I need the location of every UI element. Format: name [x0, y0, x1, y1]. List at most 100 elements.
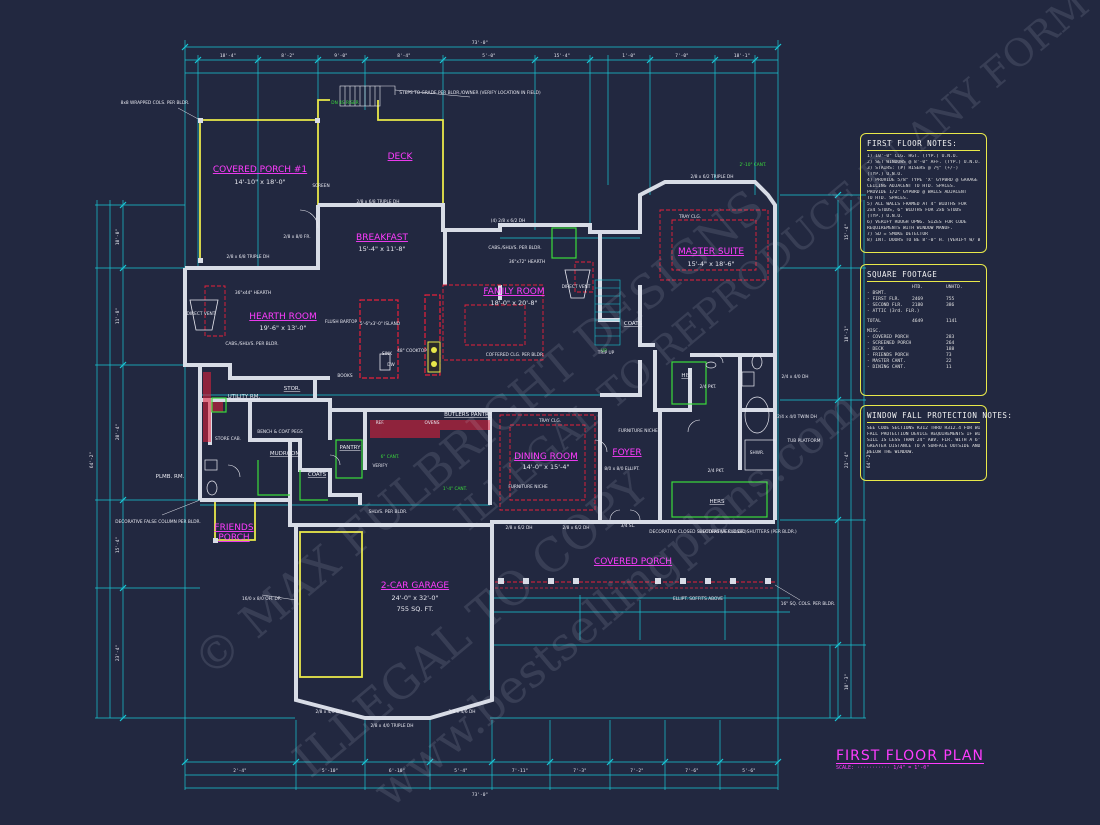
svg-text:15'-4": 15'-4" — [554, 53, 570, 59]
svg-text:19'-6" x 13'-0": 19'-6" x 13'-0" — [259, 324, 306, 332]
room-covered-porch: COVERED PORCH — [594, 557, 672, 567]
svg-text:DIRECT VENT: DIRECT VENT — [562, 284, 591, 290]
svg-text:3/4 SL.: 3/4 SL. — [621, 523, 636, 529]
svg-text:DW: DW — [387, 362, 395, 368]
svg-text:8/0 x 8/0 ELLIPT.: 8/0 x 8/0 ELLIPT. — [604, 466, 639, 472]
dimension-ticks — [119, 43, 842, 766]
svg-text:15'-4": 15'-4" — [115, 537, 121, 553]
svg-text:24'-0" x 32'-0": 24'-0" x 32'-0" — [391, 594, 438, 602]
fireplaces — [189, 269, 591, 331]
svg-text:48" COOKTOP: 48" COOKTOP — [397, 348, 427, 354]
square-footage-title: SQUARE FOOTAGE — [867, 270, 980, 282]
first-floor-notes-title: FIRST FLOOR NOTES: — [867, 139, 980, 151]
svg-text:DN 4S RISER: DN 4S RISER — [331, 100, 358, 106]
room-dining: DINING ROOM — [514, 452, 578, 462]
window-notes-title: WINDOW FALL PROTECTION NOTES: — [867, 411, 1012, 423]
svg-text:14'-10" x 18'-0": 14'-10" x 18'-0" — [234, 178, 285, 186]
plan-scale: SCALE: ··········· 1/4" = 1'-0" — [836, 765, 930, 771]
svg-text:ELLIPT. SOFFITS ABOVE: ELLIPT. SOFFITS ABOVE — [673, 596, 723, 602]
svg-text:18'-1": 18'-1" — [734, 53, 750, 59]
svg-text:6" CANT.: 6" CANT. — [381, 454, 400, 460]
svg-text:9'-0": 9'-0" — [334, 53, 348, 59]
walls — [183, 180, 777, 720]
svg-text:64'-2": 64'-2" — [866, 452, 872, 468]
svg-text:7'-11": 7'-11" — [512, 768, 528, 774]
svg-text:2/8 x 6/2 DH: 2/8 x 6/2 DH — [505, 525, 532, 531]
plan-title: FIRST FLOOR PLAN — [836, 748, 984, 764]
svg-text:18'-0" x 20'-8": 18'-0" x 20'-8" — [490, 299, 537, 307]
svg-text:16/0 x 8/0 OH. DR.: 16/0 x 8/0 OH. DR. — [242, 596, 282, 602]
table-row: - BSMT. — [867, 291, 887, 296]
svg-text:VERIFY: VERIFY — [372, 463, 387, 469]
table-row: - MASTER CANT.22 — [867, 359, 952, 364]
svg-text:5'-6"x3'-0" ISLAND: 5'-6"x3'-0" ISLAND — [360, 321, 401, 327]
small-room-labels: MUDROOM UTILITY RM. PANTRY BUTLERS PANTR… — [228, 321, 725, 505]
room-foyer: FOYER — [612, 448, 641, 458]
dimension-text: 73'-0" 18'-4" 8'-2" 9'-0" 8'-4" 5'-0" 15… — [89, 40, 872, 798]
svg-text:BENCH & COAT PEGS: BENCH & COAT PEGS — [257, 429, 303, 435]
room-labels-multiline: FRIENDS PORCH — [214, 523, 253, 543]
svg-text:5'-6": 5'-6" — [742, 768, 756, 774]
porch-columns — [198, 118, 771, 584]
svg-text:73'-0": 73'-0" — [472, 40, 488, 46]
svg-text:2'-10" CANT.: 2'-10" CANT. — [740, 162, 767, 168]
svg-text:2/8 x 6/2 TRIPLE DH: 2/8 x 6/2 TRIPLE DH — [691, 174, 734, 180]
table-row: - ATTIC (3rd. FLR.) — [867, 309, 920, 314]
svg-text:11'-8": 11'-8" — [115, 308, 121, 324]
room-sizes: 14'-10" x 18'-0" 15'-4" x 11'-8" 19'-6" … — [234, 178, 734, 613]
svg-text:8'-4": 8'-4" — [397, 53, 411, 59]
svg-text:7'-0": 7'-0" — [675, 53, 689, 59]
svg-text:7'-6": 7'-6" — [685, 768, 699, 774]
svg-text:2/8 x 6/2 DH: 2/8 x 6/2 DH — [562, 525, 589, 531]
svg-text:CABS./SHLVS. PER BLDR.: CABS./SHLVS. PER BLDR. — [488, 245, 541, 251]
svg-text:36"x44" HEARTH: 36"x44" HEARTH — [235, 290, 271, 296]
svg-text:PORCH: PORCH — [218, 533, 249, 543]
svg-text:CABS./SHLVS. PER BLDR.: CABS./SHLVS. PER BLDR. — [225, 341, 278, 347]
square-footage-table: SQUARE FOOTAGE HTD.UNHTD. - BSMT. - FIRS… — [860, 264, 987, 396]
svg-text:15'-4" x 18'-6": 15'-4" x 18'-6" — [687, 260, 734, 268]
svg-text:BOOKS: BOOKS — [337, 373, 352, 379]
svg-text:COATS: COATS — [308, 472, 327, 478]
svg-text:2'-4": 2'-4" — [233, 768, 247, 774]
svg-text:16" SQ. COLS. PER BLDR.: 16" SQ. COLS. PER BLDR. — [781, 601, 835, 607]
svg-text:15'-4": 15'-4" — [844, 224, 850, 240]
svg-text:(4) 2/8 x 6/2 DH: (4) 2/8 x 6/2 DH — [491, 218, 525, 224]
room-family: FAMILY ROOM — [483, 287, 544, 297]
stairs-deck — [339, 85, 396, 107]
svg-text:5'-4": 5'-4" — [454, 768, 468, 774]
svg-text:HIS: HIS — [681, 373, 691, 379]
svg-text:HERS: HERS — [710, 499, 725, 505]
svg-text:OVENS: OVENS — [425, 420, 440, 426]
svg-text:10'-3": 10'-3" — [844, 674, 850, 690]
svg-text:BUTLERS PANTRY: BUTLERS PANTRY — [444, 412, 492, 418]
svg-text:PLMB. RM.: PLMB. RM. — [156, 474, 185, 480]
ceiling-outlines — [204, 209, 775, 583]
dimension-lines — [95, 40, 866, 790]
leaders — [161, 89, 801, 601]
first-floor-notes: FIRST FLOOR NOTES: 1) 10'-0" CLG. HGT. (… — [860, 133, 987, 253]
svg-text:FURNITURE NICHE: FURNITURE NICHE — [618, 428, 658, 434]
svg-text:DIRECT VENT: DIRECT VENT — [187, 311, 216, 317]
svg-text:15'-4" x 11'-8": 15'-4" x 11'-8" — [358, 245, 405, 253]
room-garage: 2-CAR GARAGE — [381, 581, 450, 591]
svg-text:8'-2": 8'-2" — [281, 53, 295, 59]
svg-text:STEPS TO GRADE PER BLDR./OWNER: STEPS TO GRADE PER BLDR./OWNER (VERIFY L… — [399, 90, 541, 96]
svg-text:1'-4" CANT.: 1'-4" CANT. — [443, 486, 467, 492]
svg-text:8x8 WRAPPED COLS. PER BLDR.: 8x8 WRAPPED COLS. PER BLDR. — [121, 100, 190, 106]
svg-text:18'-1": 18'-1" — [844, 326, 850, 342]
svg-text:UP: UP — [601, 348, 607, 354]
counters — [203, 372, 490, 442]
room-friends-porch: FRIENDS — [214, 523, 253, 533]
svg-text:SINK: SINK — [382, 351, 392, 357]
svg-text:18'-4": 18'-4" — [220, 53, 236, 59]
svg-text:755 SQ. FT.: 755 SQ. FT. — [397, 605, 434, 613]
interior-stair — [594, 279, 621, 346]
svg-text:SCREEN: SCREEN — [312, 183, 329, 189]
svg-text:7'-3": 7'-3" — [573, 768, 587, 774]
svg-text:DECORATIVE CLOSED SHUTTERS (PE: DECORATIVE CLOSED SHUTTERS (PER BLDR.) — [699, 529, 797, 535]
